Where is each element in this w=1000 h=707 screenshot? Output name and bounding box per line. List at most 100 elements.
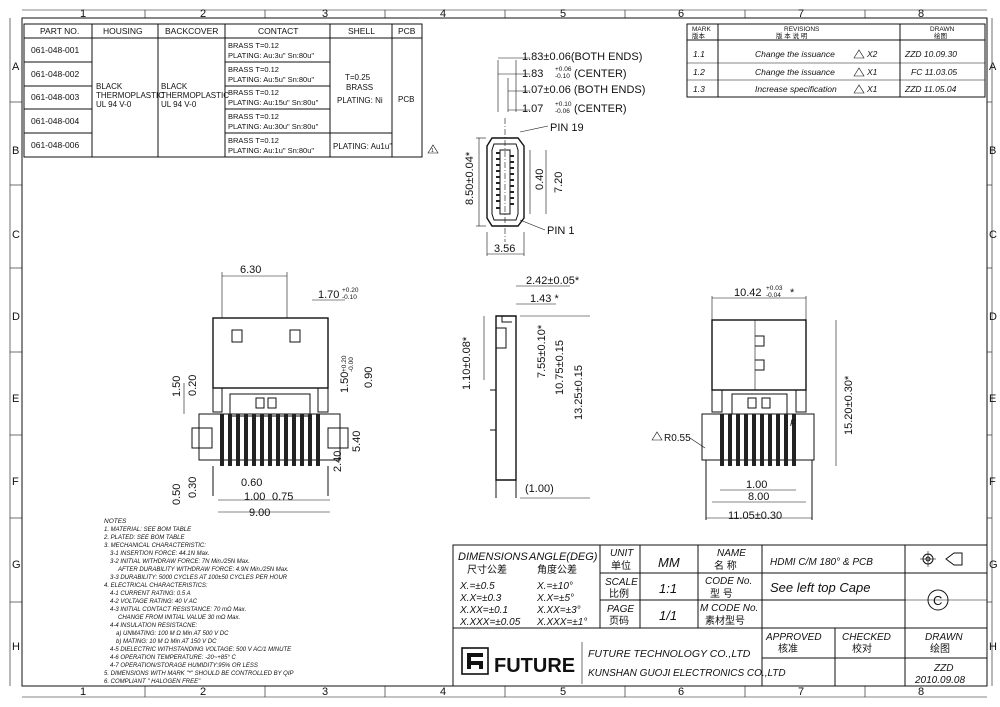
dim-tol: -0.00 xyxy=(348,357,355,372)
dim-top2: 1.83 xyxy=(522,68,543,80)
note-line: AFTER DURABILITY WITHDRAW FORCE: 4.9N Mi… xyxy=(117,567,289,573)
dim-540: 5.40 xyxy=(351,431,363,452)
dim-100p: (1.00) xyxy=(525,483,554,495)
tb-checked: CHECKED xyxy=(842,632,891,643)
pin19-label: PIN 19 xyxy=(550,122,584,134)
part-number: 061-048-002 xyxy=(31,69,79,79)
pin1-label: PIN 1 xyxy=(547,225,575,237)
bom-header: HOUSING xyxy=(103,26,143,36)
row-label: F xyxy=(989,476,996,488)
note-line: 4-4 INSULATION RESISTACNE: xyxy=(110,623,197,629)
row-label: E xyxy=(12,393,19,405)
tb-mcode: M CODE No. xyxy=(700,603,758,614)
dim-tol: +0.06 xyxy=(555,66,572,73)
bom-table: PART NO. HOUSING BACKCOVER CONTACT SHELL… xyxy=(23,23,439,158)
tb-scale-cn: 比例 xyxy=(609,587,629,600)
tb-ang: X.X=±5° xyxy=(536,593,574,604)
note-line: 4-6 OPERATION TEMPERATURE: -20~+85° C xyxy=(110,655,237,661)
rev-mark-header: MARK xyxy=(692,26,711,33)
note-line: 6. COMPLIANT " HALOGEN FREE" xyxy=(104,679,201,685)
shell-text: BRASS xyxy=(346,83,373,92)
projection-icon xyxy=(920,551,963,567)
tb-angle: ANGLE(DEG) xyxy=(528,551,598,563)
note-line: 3-1 INSERTION FORCE: 44.1N Max. xyxy=(110,551,210,557)
contact-text: BRASS T=0.12 xyxy=(228,65,279,74)
note-line: 4-3 INITIAL CONTACT RESISTANCE: 70 mΩ Ma… xyxy=(110,607,246,613)
rev-drawn: ZZD 11.05.04 xyxy=(904,84,957,94)
col-label: 6 xyxy=(678,686,684,698)
note-line: 4-1 CURRENT RATING: 0.5 A xyxy=(110,591,191,597)
housing-text: UL 94 V-0 xyxy=(96,100,132,109)
row-label: D xyxy=(989,311,997,323)
note-line: b) MATING: 10 M Ω Min AT 150 V DC xyxy=(116,639,217,645)
bom-header: PCB xyxy=(398,26,416,36)
future-logo: FUTURE xyxy=(461,647,575,677)
tb-checked-cn: 校对 xyxy=(852,642,872,655)
contact-text: BRASS T=0.12 xyxy=(228,41,279,50)
dim-630: 6.30 xyxy=(240,264,261,276)
col-label: 5 xyxy=(560,686,566,698)
dim-tol: +0.20 xyxy=(341,355,348,372)
rev-mark: 1.1 xyxy=(693,49,705,59)
note-line: 4-7 OPERATION/STORAGE HUMIDITY:95% OR LE… xyxy=(110,663,258,669)
row-label: E xyxy=(989,393,996,405)
dim-1520: 15.20±0.30* xyxy=(843,375,855,435)
top-view-left: 6.30 1.70 +0.20 -0.10 xyxy=(171,264,375,519)
dim-030: 0.30 xyxy=(187,477,199,498)
dim-tol: -0.06 xyxy=(555,108,570,115)
tb-drawn-by: ZZD xyxy=(933,663,953,674)
dim-1105: 11.05±0.30 xyxy=(728,510,782,522)
col-label: 5 xyxy=(560,8,566,20)
col-label: 4 xyxy=(440,8,446,20)
tb-unit-val: MM xyxy=(658,555,680,570)
rev-desc: Increase specification xyxy=(755,84,837,94)
tb-name: NAME xyxy=(717,548,746,559)
contact-text: PLATING: Au:3u" Sn:80u" xyxy=(228,51,314,60)
dim-755: 7.55±0.10* xyxy=(536,324,548,378)
col-label: 6 xyxy=(678,8,684,20)
pin-array-right xyxy=(720,414,796,466)
row-markers: A B C D E F G H A B C D E F G H xyxy=(9,18,998,686)
row-label: B xyxy=(12,145,19,157)
tb-company: FUTURE TECHNOLOGY CO.,LTD xyxy=(588,648,751,660)
rev-sym: X2 xyxy=(866,49,878,59)
tb-unit-cn: 单位 xyxy=(611,559,631,572)
tb-tol: X.XXX=±0.05 xyxy=(459,617,521,628)
dim-040: 0.40 xyxy=(534,169,546,190)
bom-header: CONTACT xyxy=(258,26,298,36)
row-label: G xyxy=(12,559,21,571)
dim-h850: 8.50±0.04* xyxy=(464,151,476,205)
dim-170: 1.70 xyxy=(318,289,339,301)
dim-150a: 1.50 xyxy=(171,376,183,397)
contact-text: PLATING: Au:5u" Sn:80u" xyxy=(228,75,314,84)
dim-900: 9.00 xyxy=(249,507,270,519)
tb-ang: X.XX=±3° xyxy=(536,605,581,616)
rev-drawn: FC 11.03.05 xyxy=(911,67,957,77)
row-label: G xyxy=(989,559,998,571)
contact-text: BRASS T=0.12 xyxy=(228,136,279,145)
bom-header: PART NO. xyxy=(40,26,79,36)
dim-050: 0.50 xyxy=(171,484,183,505)
f-mark: F xyxy=(790,418,796,428)
dim-1325: 13.25±0.15 xyxy=(573,365,585,420)
rev-mark-header-cn: 版本 xyxy=(692,31,706,40)
bom-header: SHELL xyxy=(348,26,375,36)
note-line: 4-5 DIELECTRIC WITHSTANDING VOLTAGE: 500… xyxy=(110,647,292,653)
contact-text: PLATING: Au:15u" Sn:80u" xyxy=(228,98,319,107)
dim-tol: -0.04 xyxy=(766,292,781,299)
tb-drawn-cn: 绘图 xyxy=(930,642,950,655)
bom-header: BACKCOVER xyxy=(165,26,218,36)
housing-text: BLACK xyxy=(96,82,123,91)
row-label: H xyxy=(12,641,20,653)
dim-tol: +0.20 xyxy=(342,287,359,294)
note-line: 1. MATERIAL: SEE BOM TABLE xyxy=(104,527,192,533)
shell-text: PLATING: Au1u" xyxy=(333,142,392,151)
pcb-text: PCB xyxy=(398,95,414,104)
column-markers-top: 1 2 3 4 5 6 7 8 xyxy=(80,8,924,20)
dim-110: 1.10±0.08* xyxy=(461,336,473,390)
tb-page: PAGE xyxy=(607,604,634,615)
rev-sym: X1 xyxy=(866,67,878,77)
row-label: B xyxy=(989,145,996,157)
tb-code-val: See left top Cape xyxy=(770,580,870,595)
